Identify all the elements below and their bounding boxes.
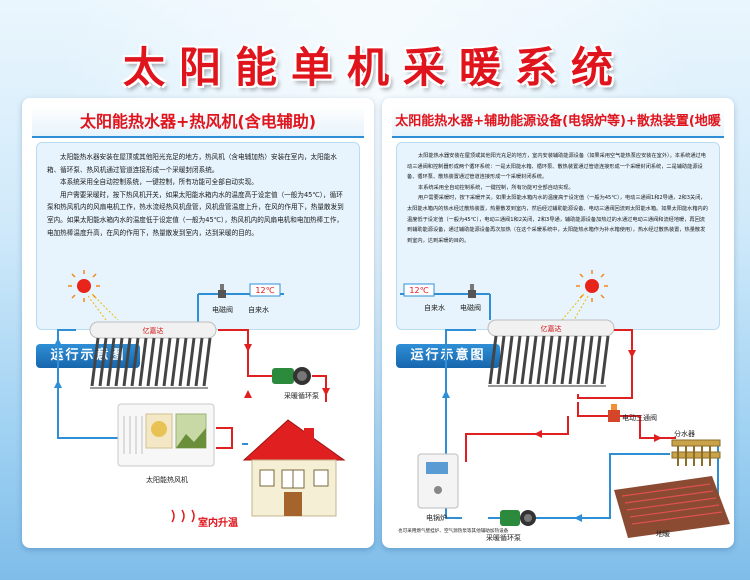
- right-brand-label: 亿嘉达: [541, 324, 562, 333]
- right-diagram: 12℃ 自来水 电磁阀 亿嘉达: [398, 270, 730, 542]
- flow-arrows-icon: [534, 350, 662, 442]
- right-cold-water-label: 自来水: [424, 303, 445, 312]
- fan-heater-unit-icon: [117, 403, 215, 467]
- floor-label: 地暖: [656, 529, 670, 538]
- manifold-label: 分水器: [674, 429, 695, 438]
- temperature-display: 12℃: [249, 283, 281, 297]
- page-title: 太阳能单机采暖系统: [122, 43, 627, 92]
- left-indoor-label: 室内升温: [198, 516, 238, 529]
- left-temp-label: 12℃: [255, 286, 274, 295]
- return-arrows-icon: [54, 338, 62, 388]
- right-paragraph: 太阳能热水器安装在屋顶或其他阳光充足的地方，室内安装辅助能源设备（如果采用空气能…: [407, 153, 706, 181]
- right-paragraph: 本系统采用全自动控制系统，一键控制，所有功能可全部自动实现。: [418, 184, 574, 191]
- right-pump-label: 采暖循环泵: [486, 533, 521, 542]
- boiler-label: 电锅炉: [426, 513, 447, 522]
- sun-rays-icon: [561, 293, 589, 321]
- sun-icon: [576, 270, 608, 302]
- left-panel-heading: 太阳能热水器+热风机(含电辅助): [32, 106, 364, 138]
- house-icon: [242, 419, 346, 517]
- right-temp-label: 12℃: [409, 286, 428, 295]
- solenoid-valve-icon: [218, 284, 226, 298]
- cold-water-pipe: [197, 293, 284, 322]
- return-arrows-icon: [442, 390, 582, 522]
- three-way-valve-label: 电动三通阀: [622, 413, 657, 422]
- left-pump-label: 采暖循环泵: [284, 391, 319, 400]
- right-panel: 太阳能热水器+辅助能源设备(电锅炉等)+散热装置(地暖等) 太阳能热水器安装在屋…: [382, 98, 734, 548]
- left-run-label: 运行示意图: [36, 344, 140, 368]
- sun-rays-icon: [87, 293, 119, 321]
- left-paragraph: 本系统采用全自动控制系统，一键控制，所有功能可全部自动实现。: [60, 178, 258, 187]
- solenoid-valve-icon: [468, 284, 476, 298]
- hot-water-pipe: [465, 329, 676, 462]
- electric-boiler-icon: [417, 453, 459, 509]
- solar-water-heater-icon: 亿嘉达: [89, 321, 217, 389]
- left-brand-label: 亿嘉达: [143, 326, 164, 335]
- heat-waves-icon: [171, 509, 195, 523]
- flow-arrows-icon: [244, 344, 330, 398]
- boiler-note-label: 也可采用燃气壁挂炉、空气源热泵等其他辅助加热设备: [398, 527, 509, 534]
- right-valve-label: 电磁阀: [460, 303, 481, 312]
- circulation-pump-icon: [500, 510, 536, 526]
- circulation-pump-icon: [272, 367, 311, 385]
- right-description: 太阳能热水器安装在屋顶或其他阳光充足的地方，室内安装辅助能源设备（如果采用空气能…: [396, 142, 720, 330]
- left-cold-water-label: 自来水: [248, 305, 269, 314]
- temperature-display: 12℃: [403, 283, 435, 297]
- left-fan-heater-label: 太阳能热风机: [146, 475, 188, 484]
- right-panel-heading: 太阳能热水器+辅助能源设备(电锅炉等)+散热装置(地暖等): [392, 106, 724, 161]
- three-way-valve-icon: [608, 404, 620, 422]
- left-panel: 太阳能热水器+热风机(含电辅助) 太阳能热水器安装在屋顶或其他阳光充足的地方，热…: [22, 98, 374, 548]
- left-paragraph: 用户需要采暖时，按下热风机开关，如果太阳能水箱内水的温度高于设定值（一般为45℃…: [47, 190, 344, 237]
- manifold-icon: [671, 439, 721, 466]
- floor-heating-icon: [614, 476, 730, 538]
- solar-water-heater-icon: 亿嘉达: [487, 319, 615, 387]
- left-valve-label: 电磁阀: [212, 305, 233, 314]
- left-paragraph: 太阳能热水器安装在屋顶或其他阳光充足的地方，热风机（含电辅加热）安装在室内，太阳…: [47, 153, 337, 174]
- right-paragraph: 用户需要采暖时，按下采暖开关，如果太阳能水箱内水的温度高于设定值（一般为45℃）…: [407, 195, 708, 244]
- left-diagram: 12℃ 电磁阀 自来水 亿嘉达: [54, 270, 346, 529]
- sun-icon: [68, 270, 100, 302]
